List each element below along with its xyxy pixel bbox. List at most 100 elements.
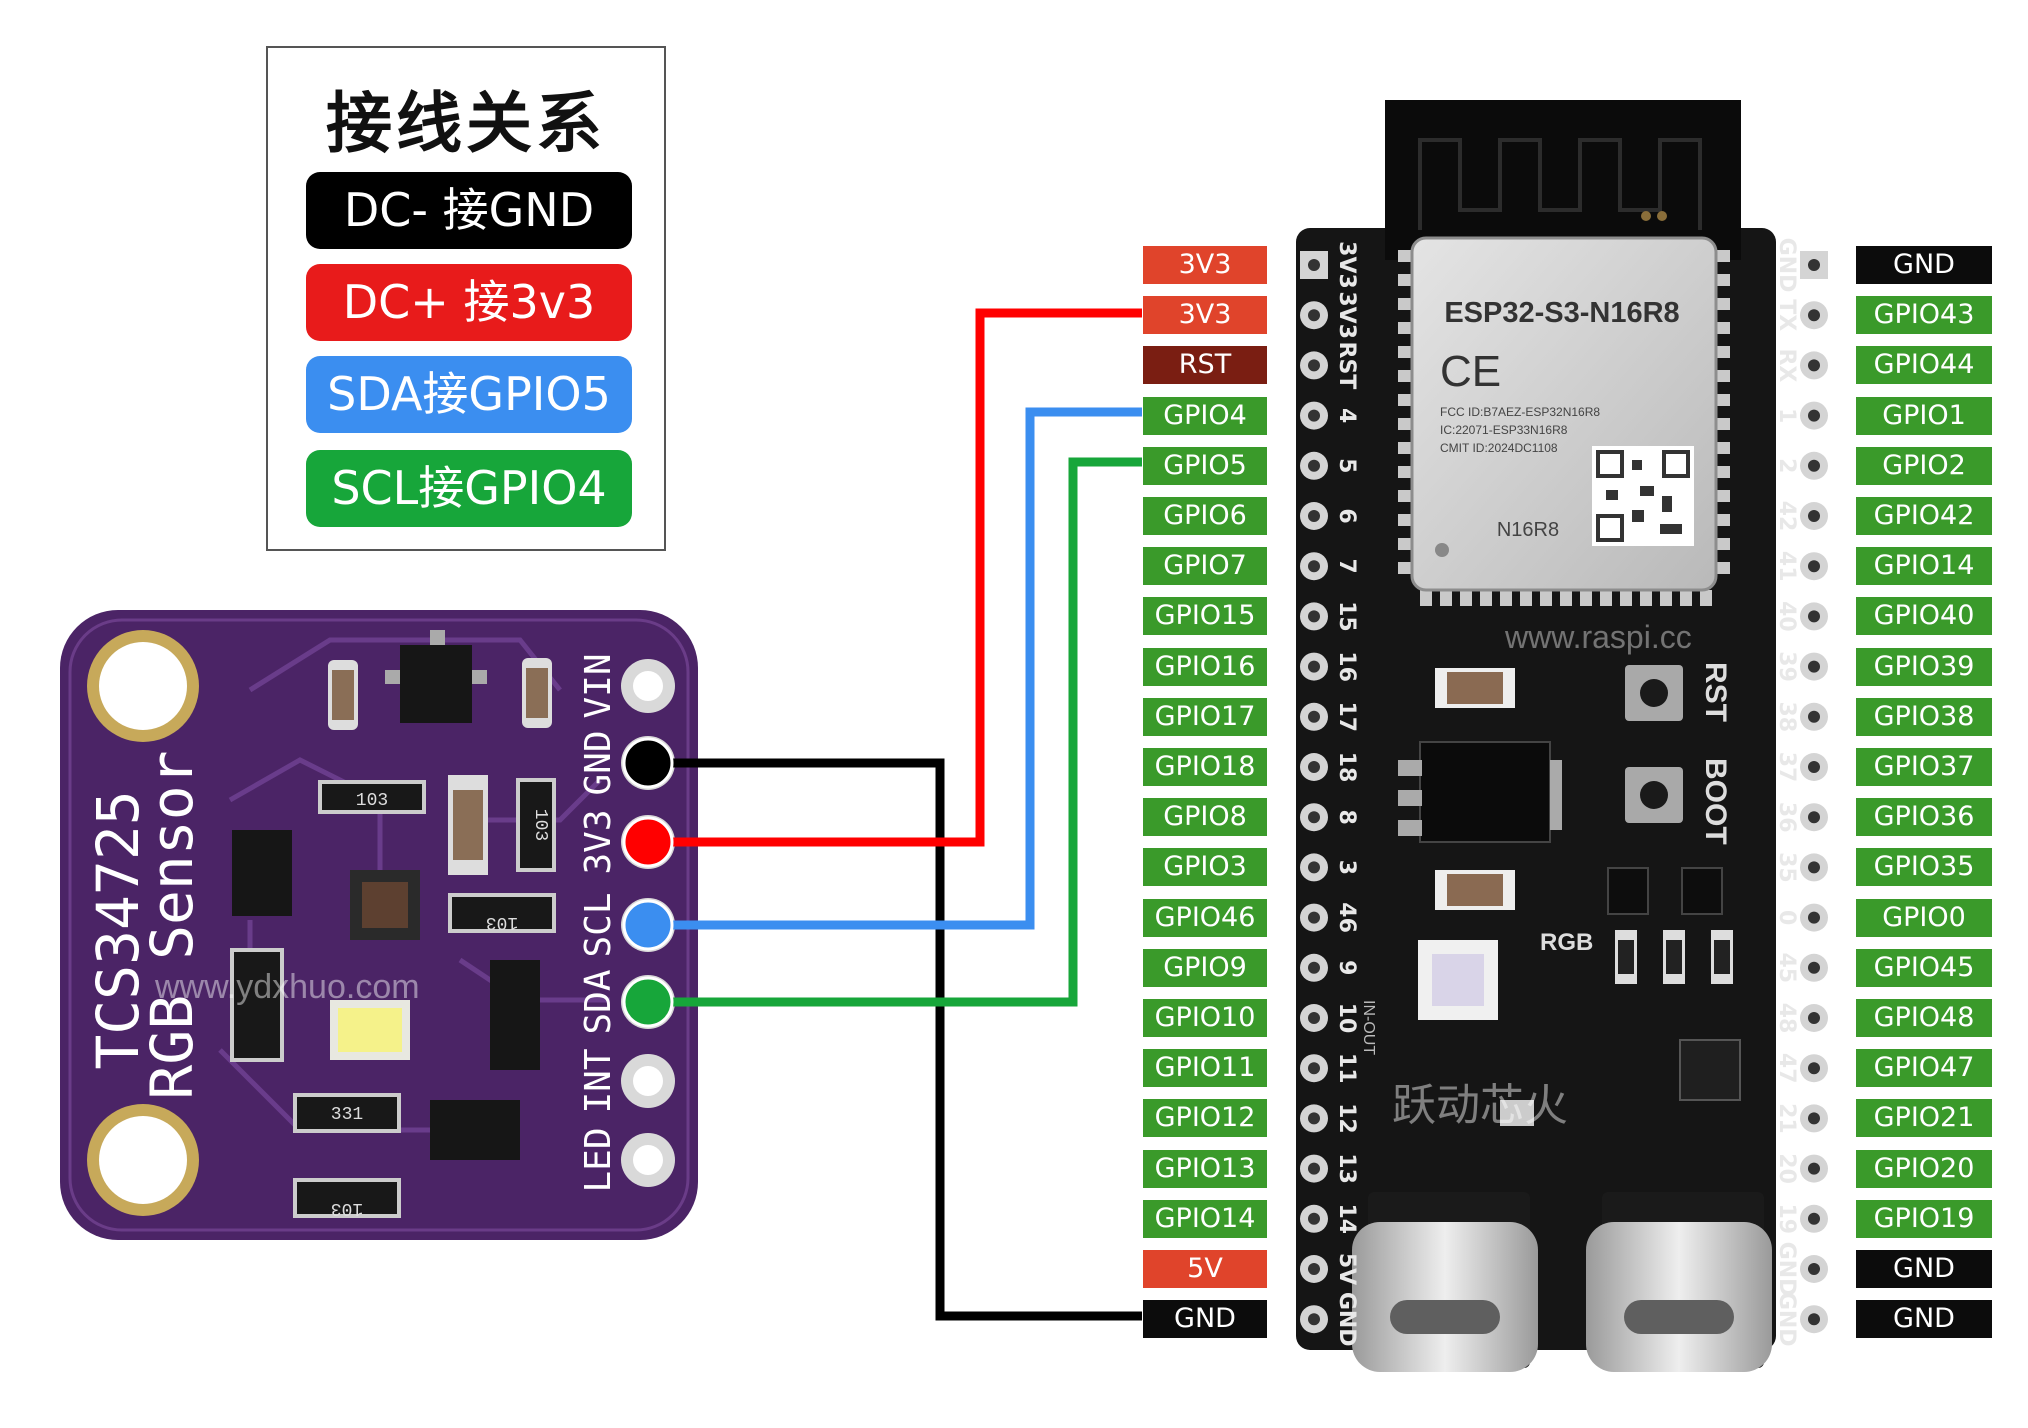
right-pin-label: GPIO48 [1856, 999, 1992, 1037]
silk-pin-number: 20 [1774, 1153, 1799, 1184]
silk-pin-number: 5V [1334, 1253, 1359, 1285]
left-pin-label: 3V3 [1143, 246, 1267, 284]
right-pin-label: GPIO1 [1856, 396, 1992, 435]
sensor-board: 103 103 103 331 103 TCS34725 RGB Sensor … [60, 610, 698, 1240]
resistor-label: 103 [356, 791, 388, 811]
silk-pin-number: 47 [1774, 1053, 1799, 1084]
sensor-pin-label: SDA [578, 969, 619, 1034]
silk-pin-number: 0 [1774, 910, 1799, 925]
usb-c-port-icon [1352, 1192, 1538, 1372]
module-variant: N16R8 [1497, 519, 1559, 541]
left-pin-label: GPIO16 [1143, 647, 1267, 686]
left-pin-label: 3V3 [1143, 296, 1267, 335]
sensor-subtitle: RGB Sensor [138, 750, 206, 1099]
silk-pin-number: 46 [1334, 902, 1359, 933]
pin-dot-sda [622, 899, 674, 951]
legend-item-3v3: DC+ 接3v3 [306, 264, 632, 341]
rgb-label: RGB [1540, 929, 1593, 956]
left-pin-label: GPIO13 [1143, 1149, 1267, 1188]
right-pin-label: GPIO39 [1856, 647, 1992, 686]
module-name: ESP32-S3-N16R8 [1444, 297, 1679, 329]
left-pin-label: GPIO17 [1143, 697, 1267, 736]
silk-pin-number: 17 [1334, 701, 1359, 732]
left-pin-label: GPIO9 [1143, 948, 1267, 987]
wire-scl [648, 457, 1142, 1007]
resistor-label: 103 [331, 1198, 363, 1218]
silk-pin-number: GND [1774, 1292, 1799, 1347]
sensor-pin-label: 3V3 [578, 809, 619, 874]
silk-pin-number: TX [1774, 299, 1799, 331]
wire-gnd [648, 758, 1142, 1321]
silk-pin-number: 4 [1334, 408, 1359, 423]
left-pin-label: GPIO14 [1143, 1199, 1267, 1238]
legend-title: 接线关系 [326, 85, 606, 162]
right-pin-label: GPIO21 [1856, 1099, 1992, 1138]
right-pin-label: GPIO37 [1856, 748, 1992, 786]
silk-pin-number: 36 [1774, 802, 1799, 833]
left-pin-label: GPIO8 [1143, 798, 1267, 837]
board-silk-left: 3V33V3RST4567151617188346910111213145VGN… [1334, 241, 1359, 1346]
boot-label: BOOT [1699, 758, 1732, 845]
right-pin-label: GPIO36 [1856, 798, 1992, 837]
legend-item-scl: SCL接GPIO4 [306, 450, 632, 527]
pin-dot-scl [622, 976, 674, 1028]
wire-sda [648, 407, 1142, 930]
right-pin-label: GPIO44 [1856, 346, 1992, 385]
left-pin-label: GPIO18 [1143, 748, 1267, 786]
fcc-line: FCC ID:B7AEZ-ESP32N16R8 [1440, 405, 1600, 419]
silk-pin-number: 8 [1334, 810, 1359, 825]
silk-pin-number: 16 [1334, 651, 1359, 682]
board-silk-right: GNDTXRX1242414039383736350454847212019GN… [1774, 238, 1799, 1347]
sensor-pin-label: INT [578, 1048, 619, 1113]
left-pin-label: GPIO10 [1143, 999, 1267, 1037]
silk-pin-number: 19 [1774, 1203, 1799, 1234]
silk-pin-number: 15 [1334, 601, 1359, 632]
silk-pin-number: 5 [1334, 458, 1359, 473]
right-pin-label: GPIO0 [1856, 898, 1992, 937]
wires [648, 308, 1142, 1321]
left-pin-label: GPIO7 [1143, 547, 1267, 586]
silk-pin-number: 42 [1774, 501, 1799, 532]
silk-pin-number: 14 [1334, 1203, 1359, 1234]
left-pin-label: GPIO46 [1143, 898, 1267, 937]
right-pin-label: GPIO38 [1856, 697, 1992, 736]
silk-pin-number: 12 [1334, 1103, 1359, 1134]
fcc-line: IC:22071-ESP33N16R8 [1440, 423, 1568, 437]
right-pin-label: GPIO45 [1856, 948, 1992, 987]
sensor-pin-label: LED [578, 1127, 619, 1192]
left-pin-label: RST [1143, 346, 1267, 385]
resistor-label: 103 [530, 809, 550, 841]
silk-pin-number: 37 [1774, 752, 1799, 783]
usb-c-port-icon [1586, 1192, 1772, 1372]
board-brand: 跃动芯火 [1392, 1080, 1568, 1131]
wire-3v3 [648, 308, 1142, 847]
right-pin-label: GPIO14 [1856, 547, 1992, 586]
silk-pin-number: 38 [1774, 701, 1799, 732]
left-pin-label: GND [1143, 1300, 1267, 1339]
silk-pin-number: 2 [1774, 458, 1799, 473]
right-pin-label: GPIO2 [1856, 446, 1992, 485]
right-pin-label: GND [1856, 1300, 1992, 1339]
silk-pin-number: 11 [1334, 1053, 1359, 1084]
silk-pin-number: 3V3 [1334, 291, 1359, 339]
rst-button-icon [1625, 665, 1683, 721]
board-website: www.raspi.cc [1504, 619, 1692, 655]
in-out-label: IN-OUT [1360, 1000, 1377, 1055]
left-pin-label: GPIO11 [1143, 1049, 1267, 1088]
silk-pin-number: 45 [1774, 952, 1799, 983]
pin-dot-gnd [622, 737, 674, 789]
silk-pin-number: RX [1774, 348, 1799, 382]
left-pin-label: GPIO12 [1143, 1099, 1267, 1138]
silk-pin-number: 40 [1774, 601, 1799, 632]
silk-pin-number: RST [1334, 342, 1359, 390]
sensor-name: TCS34725 [84, 790, 152, 1069]
right-pin-label: GND [1856, 246, 1992, 284]
right-pin-label: GPIO43 [1856, 296, 1992, 335]
sensor-pin-label: GND [578, 730, 619, 795]
left-pin-label: GPIO5 [1143, 446, 1267, 485]
resistor-label: 103 [486, 912, 518, 932]
silk-pin-number: 35 [1774, 852, 1799, 883]
silk-pin-number: 9 [1334, 960, 1359, 975]
pin-dot-3v3 [622, 816, 674, 868]
